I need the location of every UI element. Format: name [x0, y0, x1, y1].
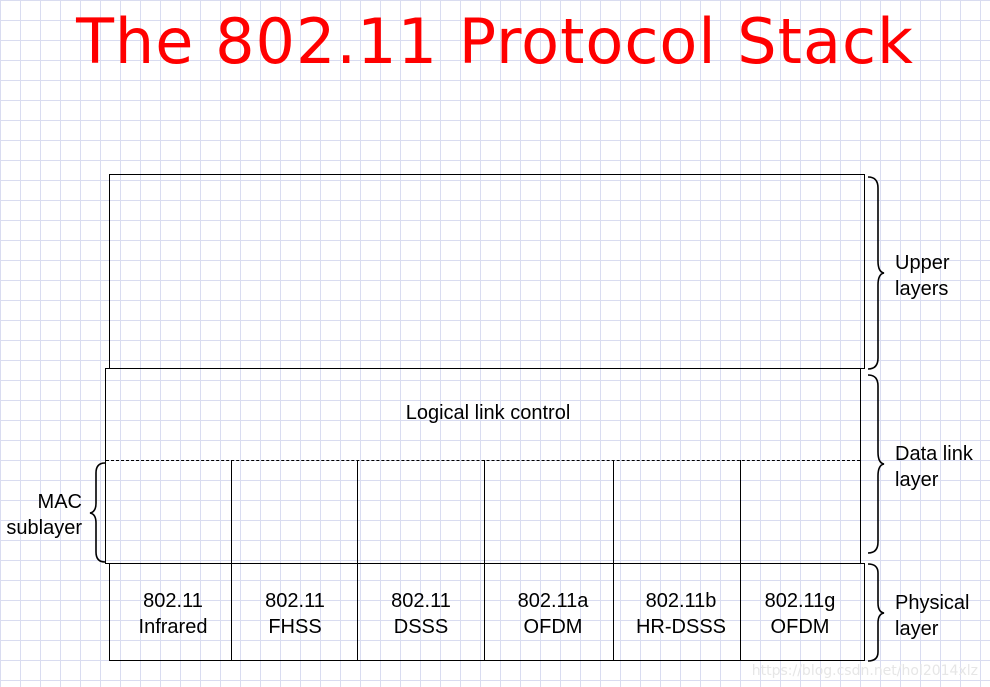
watermark: https://blog.csdn.net/hol2014xlz [751, 663, 978, 679]
physical-divider [740, 563, 741, 661]
mac-sublayer-brace [89, 462, 106, 563]
mac-sublayer-label: MAC sublayer [6, 491, 82, 539]
physical-divider [484, 563, 485, 661]
mac-divider [357, 460, 358, 563]
mac-divider [484, 460, 485, 563]
physical-divider [231, 563, 232, 661]
diagram-title: The 802.11 Protocol Stack [76, 5, 914, 78]
upper-layers-brace [867, 176, 885, 370]
physical-divider [357, 563, 358, 661]
physical-cell-label: 802.11 DSSS [391, 590, 451, 638]
data-link-layer-label: Data link layer [895, 443, 973, 491]
llc-mac-separator [106, 460, 860, 461]
llc-label: Logical link control [405, 402, 571, 424]
physical-cell-label: 802.11 FHSS [265, 590, 325, 638]
mac-divider [231, 460, 232, 563]
upper-layers-box [109, 174, 865, 369]
mac-divider [613, 460, 614, 563]
physical-layer-brace [867, 563, 885, 662]
mac-divider [740, 460, 741, 563]
physical-divider [613, 563, 614, 661]
physical-cell-label: 802.11a OFDM [517, 590, 589, 638]
physical-layer-box [109, 563, 865, 661]
data-link-layer-brace [867, 374, 885, 554]
physical-layer-label: Physical layer [895, 592, 970, 640]
data-link-layer-box [105, 368, 861, 564]
upper-layers-label: Upper layers [895, 252, 950, 300]
physical-cell-label: 802.11b HR-DSSS [635, 590, 726, 638]
physical-cell-label: 802.11g OFDM [764, 590, 836, 638]
physical-cell-label: 802.11 Infrared [138, 590, 208, 638]
